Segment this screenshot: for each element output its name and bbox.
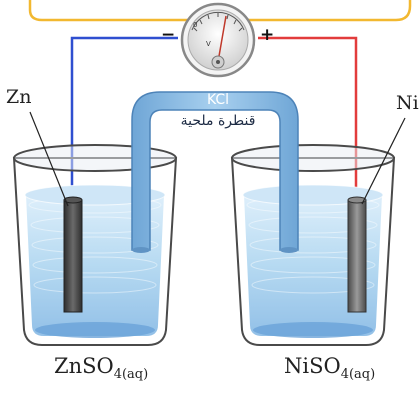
right-beaker-rim bbox=[231, 144, 395, 172]
left-beaker bbox=[12, 144, 178, 346]
meter-unit-mark: V bbox=[206, 40, 211, 48]
right-solution-ripples bbox=[246, 196, 380, 294]
left-solution-label: ZnSO4(aq) bbox=[54, 354, 148, 382]
right-beaker-glass bbox=[230, 157, 396, 346]
salt-bridge-left-end bbox=[132, 247, 150, 253]
left-solution-bottom bbox=[35, 322, 155, 338]
ni-pointer-line bbox=[361, 117, 406, 205]
left-beaker-glass bbox=[12, 157, 178, 346]
left-solution bbox=[26, 195, 164, 336]
left-solution-subscript: 4(aq) bbox=[113, 367, 149, 382]
zn-electrode-label: Zn bbox=[6, 86, 32, 108]
right-solution-bottom bbox=[253, 322, 373, 338]
nickel-electrode bbox=[347, 196, 367, 313]
salt-bridge-right-end bbox=[280, 247, 298, 253]
left-solution-formula: ZnSO bbox=[54, 354, 114, 378]
negative-terminal-sign: − bbox=[161, 25, 176, 45]
zn-pointer-line bbox=[29, 111, 69, 207]
right-solution-label: NiSO4(aq) bbox=[284, 354, 375, 382]
right-beaker bbox=[230, 144, 396, 346]
salt-bridge-name: قنطرة ملحية bbox=[180, 113, 256, 129]
left-solution-surface bbox=[24, 184, 166, 206]
right-solution-subscript: 4(aq) bbox=[340, 367, 376, 382]
left-beaker-rim bbox=[13, 144, 177, 172]
right-solution-formula: NiSO bbox=[284, 354, 341, 378]
positive-terminal-sign: + bbox=[260, 25, 275, 45]
meter-needle bbox=[217, 15, 227, 63]
voltmeter: 0 V bbox=[180, 2, 256, 78]
zinc-electrode bbox=[63, 196, 83, 313]
ni-electrode-label: Ni bbox=[396, 92, 419, 114]
meter-zero-mark: 0 bbox=[193, 21, 197, 29]
salt-bridge-formula: KCl bbox=[206, 92, 230, 108]
